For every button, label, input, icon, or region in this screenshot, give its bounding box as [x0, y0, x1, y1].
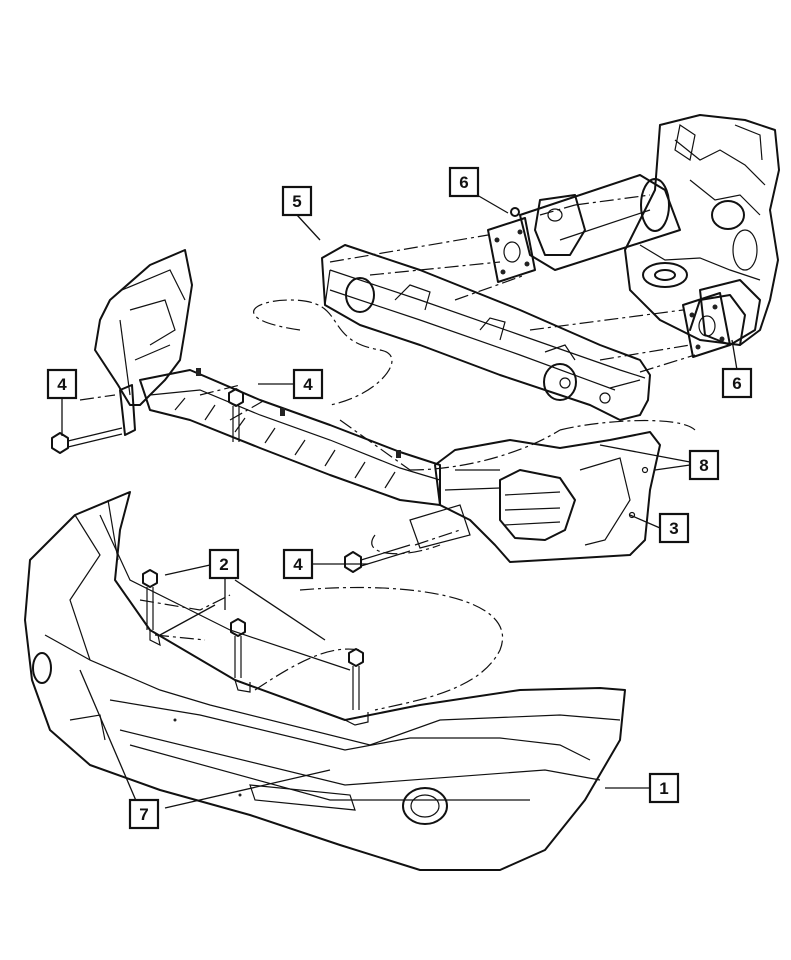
bumper-bracket-left — [94, 249, 193, 436]
frame-mount-plate-upper — [487, 207, 536, 283]
callout-7-label: 7 — [139, 805, 148, 824]
alignment-lines — [79, 194, 696, 711]
bolt-right-horizontal — [344, 544, 411, 573]
frame-mount-plate-lower — [682, 292, 731, 358]
bumper-bracket-right — [409, 431, 661, 563]
leader-lines — [61, 194, 738, 811]
bolt-center-vertical — [228, 388, 244, 442]
frame-crossmember — [519, 174, 761, 346]
callout-8: 8 — [688, 449, 720, 481]
callout-6-upper-label: 6 — [459, 173, 468, 192]
vehicle-frame — [624, 114, 780, 346]
callout-1: 1 — [648, 772, 680, 804]
callout-4-right-label: 4 — [293, 555, 303, 574]
callout-6-upper: 6 — [448, 166, 480, 198]
callout-4-left: 4 — [46, 368, 78, 400]
bolt-left-horizontal — [51, 427, 123, 454]
callout-4-center: 4 — [292, 368, 324, 400]
callout-1-label: 1 — [659, 779, 668, 798]
callout-4-right: 4 — [282, 548, 314, 580]
bumper-reinforcement-beam — [321, 244, 651, 421]
callout-3: 3 — [658, 512, 690, 544]
callout-5-label: 5 — [292, 192, 301, 211]
callout-5: 5 — [281, 185, 313, 217]
callout-2: 2 — [208, 548, 240, 580]
callout-8-label: 8 — [699, 456, 708, 475]
callout-6-lower-label: 6 — [732, 374, 741, 393]
fascia-bolts — [142, 569, 364, 710]
front-bumper-fascia — [24, 491, 626, 871]
callout-3-label: 3 — [669, 519, 678, 538]
callout-6-lower: 6 — [721, 367, 753, 399]
callout-2-label: 2 — [219, 555, 228, 574]
bumper-support-strip — [139, 368, 441, 506]
callout-7: 7 — [128, 798, 160, 830]
callout-4-left-label: 4 — [57, 375, 67, 394]
callout-4-center-label: 4 — [303, 375, 313, 394]
